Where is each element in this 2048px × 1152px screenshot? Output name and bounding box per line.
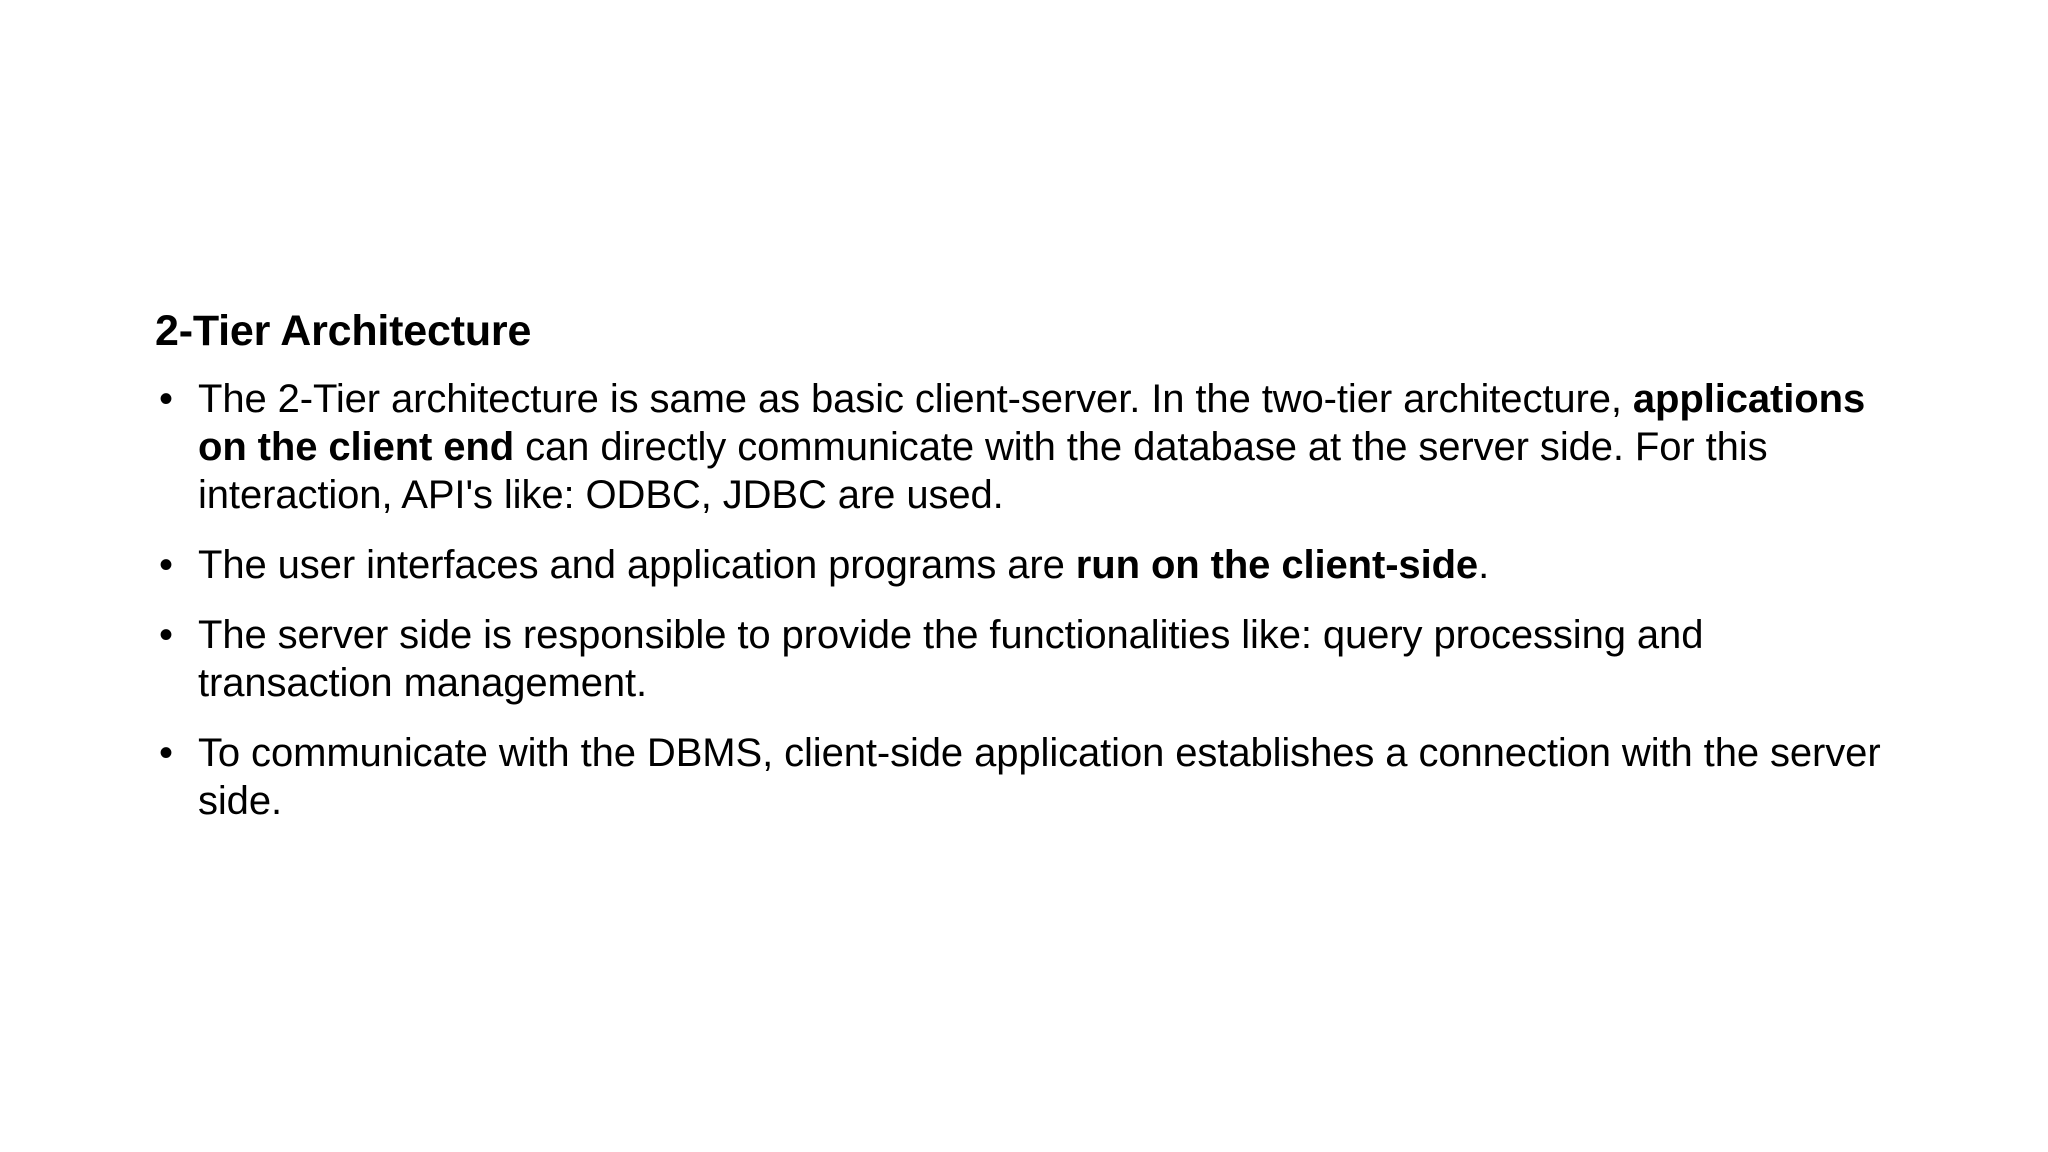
- bullet-point-icon: •: [159, 731, 173, 776]
- list-item-text: The 2-Tier architecture is same as basic…: [198, 375, 1895, 519]
- emphasis-text: run on the client-side: [1075, 543, 1479, 588]
- page-title: 2-Tier Architecture: [155, 307, 532, 355]
- list-item: • The user interfaces and application pr…: [155, 541, 1895, 589]
- list-item-text: The user interfaces and application prog…: [198, 541, 1895, 589]
- body-text: .: [1478, 543, 1490, 588]
- list-item: • To communicate with the DBMS, client-s…: [155, 729, 1895, 825]
- emphasis-text: applications on the client end: [198, 377, 1866, 470]
- bullet-list: • The 2-Tier architecture is same as bas…: [155, 375, 1895, 825]
- body-text: The server side is responsible to provid…: [198, 613, 1704, 706]
- body-text: can directly communicate with the databa…: [198, 425, 1768, 518]
- bullet-point-icon: •: [159, 613, 173, 658]
- list-item: • The 2-Tier architecture is same as bas…: [155, 375, 1895, 519]
- slide-content-block: 2-Tier Architecture • The 2-Tier archite…: [155, 305, 1895, 825]
- list-item-text: To communicate with the DBMS, client-sid…: [198, 729, 1895, 825]
- body-text: The user interfaces and application prog…: [198, 543, 1076, 588]
- bullet-point-icon: •: [159, 377, 173, 422]
- list-item: • The server side is responsible to prov…: [155, 611, 1895, 707]
- body-text: To communicate with the DBMS, client-sid…: [198, 731, 1881, 824]
- bullet-point-icon: •: [159, 543, 173, 588]
- list-item-text: The server side is responsible to provid…: [198, 611, 1895, 707]
- body-text: The 2-Tier architecture is same as basic…: [198, 377, 1633, 422]
